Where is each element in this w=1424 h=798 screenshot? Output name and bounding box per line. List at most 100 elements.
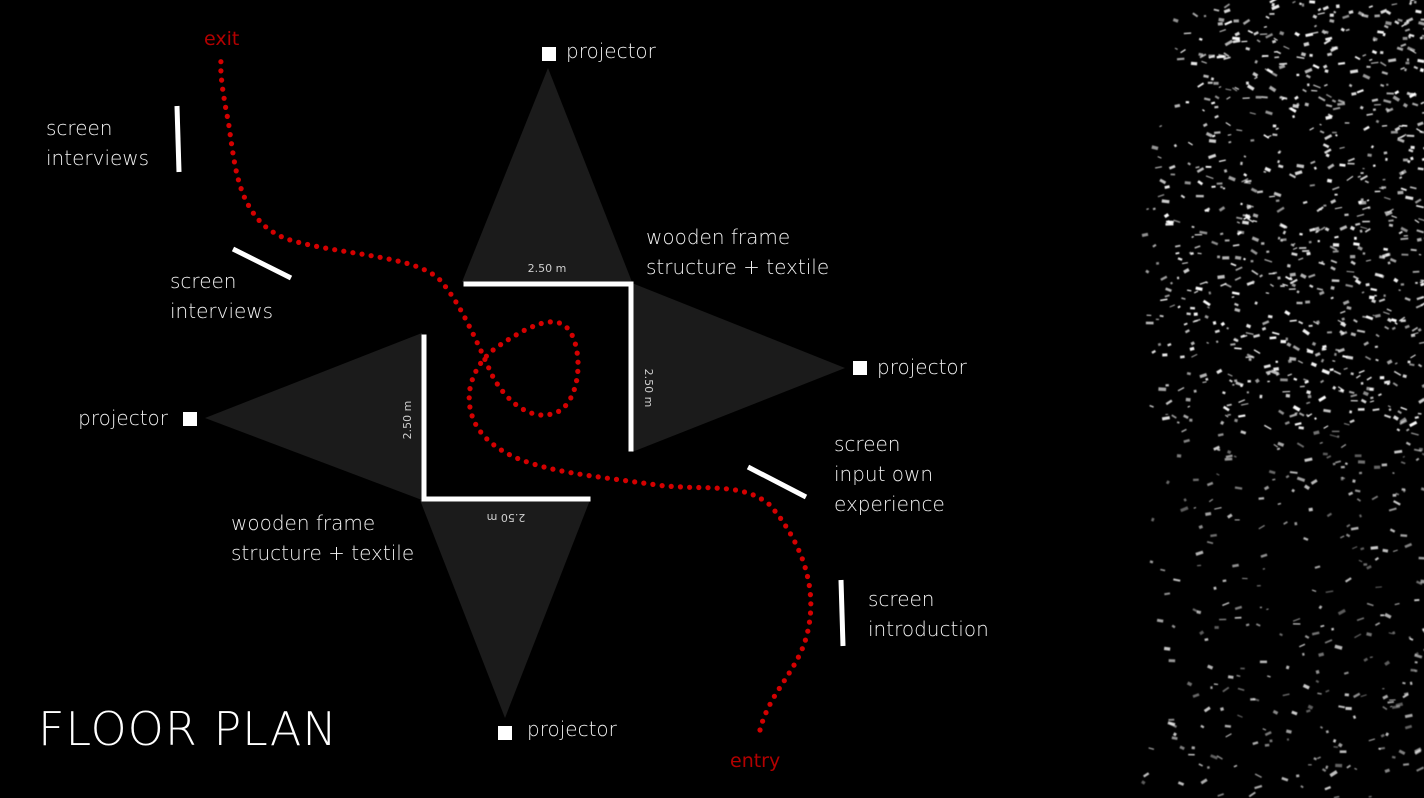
particle: [1308, 507, 1313, 512]
path-dot: [668, 483, 674, 489]
particle: [1394, 602, 1400, 606]
particle: [1296, 476, 1306, 482]
particle: [1245, 47, 1251, 51]
particle: [1338, 389, 1344, 394]
particle: [1278, 409, 1285, 415]
path-dot: [413, 263, 419, 269]
particle: [1398, 176, 1403, 180]
particle: [1208, 139, 1217, 144]
particle: [1337, 99, 1345, 104]
particle: [1285, 665, 1290, 670]
path-dot: [245, 202, 252, 208]
particle: [1344, 122, 1350, 124]
screen-input-experience-bar: [746, 464, 808, 500]
particle: [1192, 318, 1201, 323]
particle: [1354, 633, 1362, 639]
particle: [1383, 294, 1386, 297]
particle: [1168, 718, 1175, 721]
particle: [1296, 163, 1305, 169]
particle: [1254, 301, 1258, 305]
particle: [1250, 259, 1254, 263]
path-dot: [368, 253, 374, 259]
particle: [1339, 750, 1347, 753]
particle: [1289, 319, 1297, 322]
particle: [1246, 84, 1255, 91]
particle: [1258, 524, 1265, 530]
particle: [1164, 592, 1171, 596]
particle: [1408, 148, 1414, 153]
particle: [1403, 235, 1408, 237]
particle: [1287, 359, 1292, 364]
particle: [1325, 153, 1330, 158]
particle: [1350, 393, 1358, 398]
particle: [1156, 262, 1160, 265]
particle: [1207, 81, 1213, 84]
particle: [1211, 240, 1219, 246]
particle: [1269, 336, 1277, 340]
particle: [1176, 454, 1182, 458]
particle: [1342, 14, 1350, 20]
particle: [1402, 36, 1408, 40]
particle: [1181, 297, 1186, 300]
particle: [1323, 39, 1331, 45]
particle: [1415, 9, 1422, 14]
particle: [1398, 125, 1403, 127]
particle: [1141, 780, 1146, 785]
particle: [1418, 556, 1424, 560]
particle: [1318, 96, 1326, 102]
particle: [1308, 764, 1312, 766]
particle: [1402, 102, 1408, 108]
particle: [1400, 66, 1405, 70]
particle: [1416, 580, 1423, 586]
particle: [1216, 368, 1223, 375]
particle: [1275, 373, 1280, 377]
particle: [1231, 296, 1235, 298]
path-dot: [538, 320, 544, 327]
particle: [1383, 24, 1389, 29]
particle: [1326, 331, 1332, 334]
particle: [1149, 404, 1154, 408]
particle: [1223, 56, 1231, 60]
particle: [1419, 278, 1424, 284]
particle: [1407, 360, 1411, 364]
particle: [1368, 795, 1372, 798]
particle: [1409, 637, 1414, 641]
particle: [1330, 259, 1338, 264]
screen-label-line: introduction: [868, 617, 989, 641]
particle: [1263, 134, 1270, 139]
particle: [1333, 370, 1342, 375]
particle: [1362, 390, 1369, 397]
particle: [1159, 314, 1164, 318]
particle: [1379, 376, 1385, 380]
particle: [1177, 386, 1185, 392]
particle: [1409, 681, 1413, 686]
projection-cone-top: [462, 68, 632, 282]
particle: [1234, 616, 1242, 619]
particle: [1398, 289, 1401, 292]
path-dot: [783, 523, 789, 529]
particle: [1383, 311, 1390, 315]
particle: [1320, 358, 1325, 363]
path-dot: [807, 610, 814, 616]
particle: [1213, 81, 1219, 85]
particle: [1191, 225, 1195, 229]
path-dot: [802, 565, 808, 571]
particle: [1351, 91, 1357, 96]
particle: [1400, 461, 1406, 465]
path-dot: [575, 368, 581, 374]
particle: [1323, 204, 1327, 207]
path-dot: [482, 356, 488, 362]
particle: [1320, 226, 1326, 231]
path-dot: [506, 395, 512, 401]
particle: [1195, 286, 1203, 291]
path-dot: [469, 413, 475, 419]
particle: [1288, 107, 1296, 112]
particle: [1416, 766, 1424, 772]
frame-label-lower: wooden frame structure + textile: [231, 511, 414, 565]
screen-label-line: interviews: [46, 146, 149, 170]
particle: [1292, 115, 1296, 119]
particle: [1254, 784, 1263, 790]
particle: [1275, 360, 1278, 363]
particle: [1214, 95, 1220, 100]
particle: [1186, 372, 1192, 376]
